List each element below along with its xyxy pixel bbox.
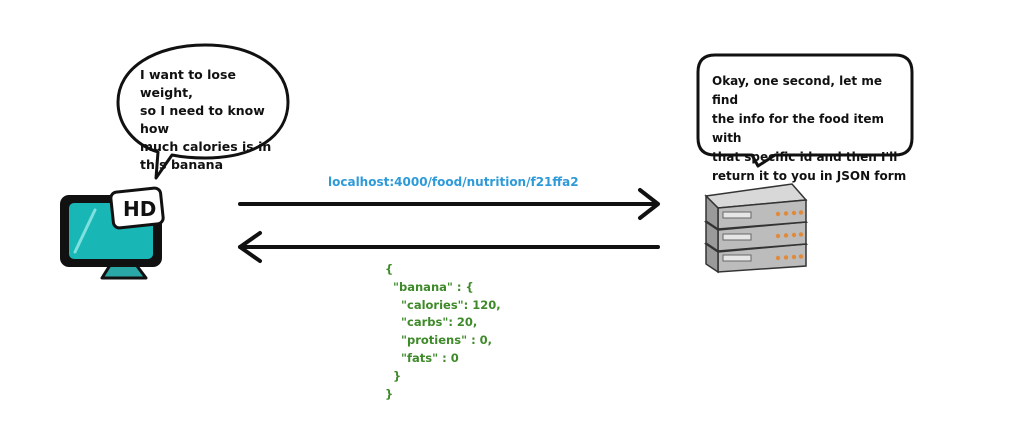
server-speech-text: Okay, one second, let me find the info f…	[712, 74, 907, 183]
client-speech-bubble	[116, 43, 290, 180]
client-speech-text: I want to lose weight, so I need to know…	[140, 67, 272, 172]
response-arrow	[238, 231, 660, 263]
request-url-label: localhost:4000/food/nutrition/f21ffa2	[328, 175, 579, 189]
server-rack-icon	[703, 183, 809, 274]
json-response-text: { "banana" : { "calories": 120, "carbs":…	[385, 262, 501, 401]
request-arrow	[238, 188, 660, 220]
hd-badge-label: HD	[123, 197, 156, 221]
hd-badge: HD	[109, 186, 165, 230]
server-unit	[704, 183, 808, 231]
server-speech-bubble	[696, 53, 914, 168]
hd-monitor-icon: HD	[60, 186, 165, 280]
